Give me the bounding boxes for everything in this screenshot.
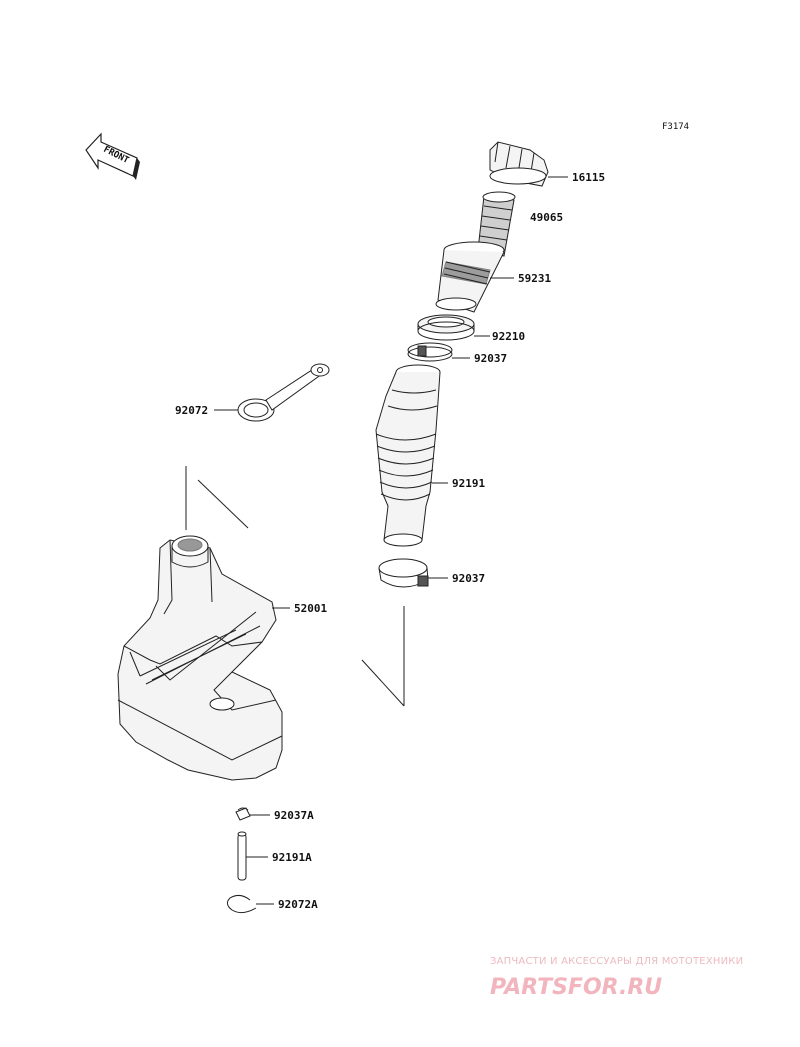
lock-nut <box>417 314 475 341</box>
part-label-92037A: 92037A <box>274 809 314 822</box>
part-label-92072: 92072 <box>175 404 208 417</box>
fuel-filter-screen <box>477 191 516 257</box>
part-label-92037-upper: 92037 <box>474 352 507 365</box>
assembly-guide-lines <box>185 466 405 707</box>
part-label-92191A: 92191A <box>272 851 312 864</box>
part-label-92037-lower: 92037 <box>452 572 485 585</box>
retaining-band <box>226 894 257 914</box>
retainer-strap <box>237 363 330 422</box>
part-label-16115: 16115 <box>572 171 605 184</box>
watermark: ЗАПЧАСТИ И АКСЕССУАРЫ ДЛЯ МОТОТЕХНИКИ PA… <box>490 956 743 1000</box>
hose-clamp-lower <box>378 558 429 588</box>
breather-tube <box>237 831 247 881</box>
figure-code: F3174 <box>662 122 689 132</box>
part-label-92191: 92191 <box>452 477 485 490</box>
fuel-tank <box>117 535 283 781</box>
tube-clip <box>235 807 251 821</box>
watermark-subtitle: ЗАПЧАСТИ И АКСЕССУАРЫ ДЛЯ МОТОТЕХНИКИ <box>490 956 743 967</box>
filler-hose <box>375 364 441 547</box>
part-label-92072A: 92072A <box>278 898 318 911</box>
filler-neck <box>435 241 505 313</box>
part-label-49065: 49065 <box>530 211 563 224</box>
fuel-cap <box>489 141 549 187</box>
part-label-92210: 92210 <box>492 330 525 343</box>
part-label-52001: 52001 <box>294 602 327 615</box>
part-label-59231: 59231 <box>518 272 551 285</box>
front-direction-arrow-icon: FRONT <box>85 132 140 180</box>
hose-clamp-upper <box>407 342 453 362</box>
watermark-brand: PARTSFOR.RU <box>490 975 662 1000</box>
